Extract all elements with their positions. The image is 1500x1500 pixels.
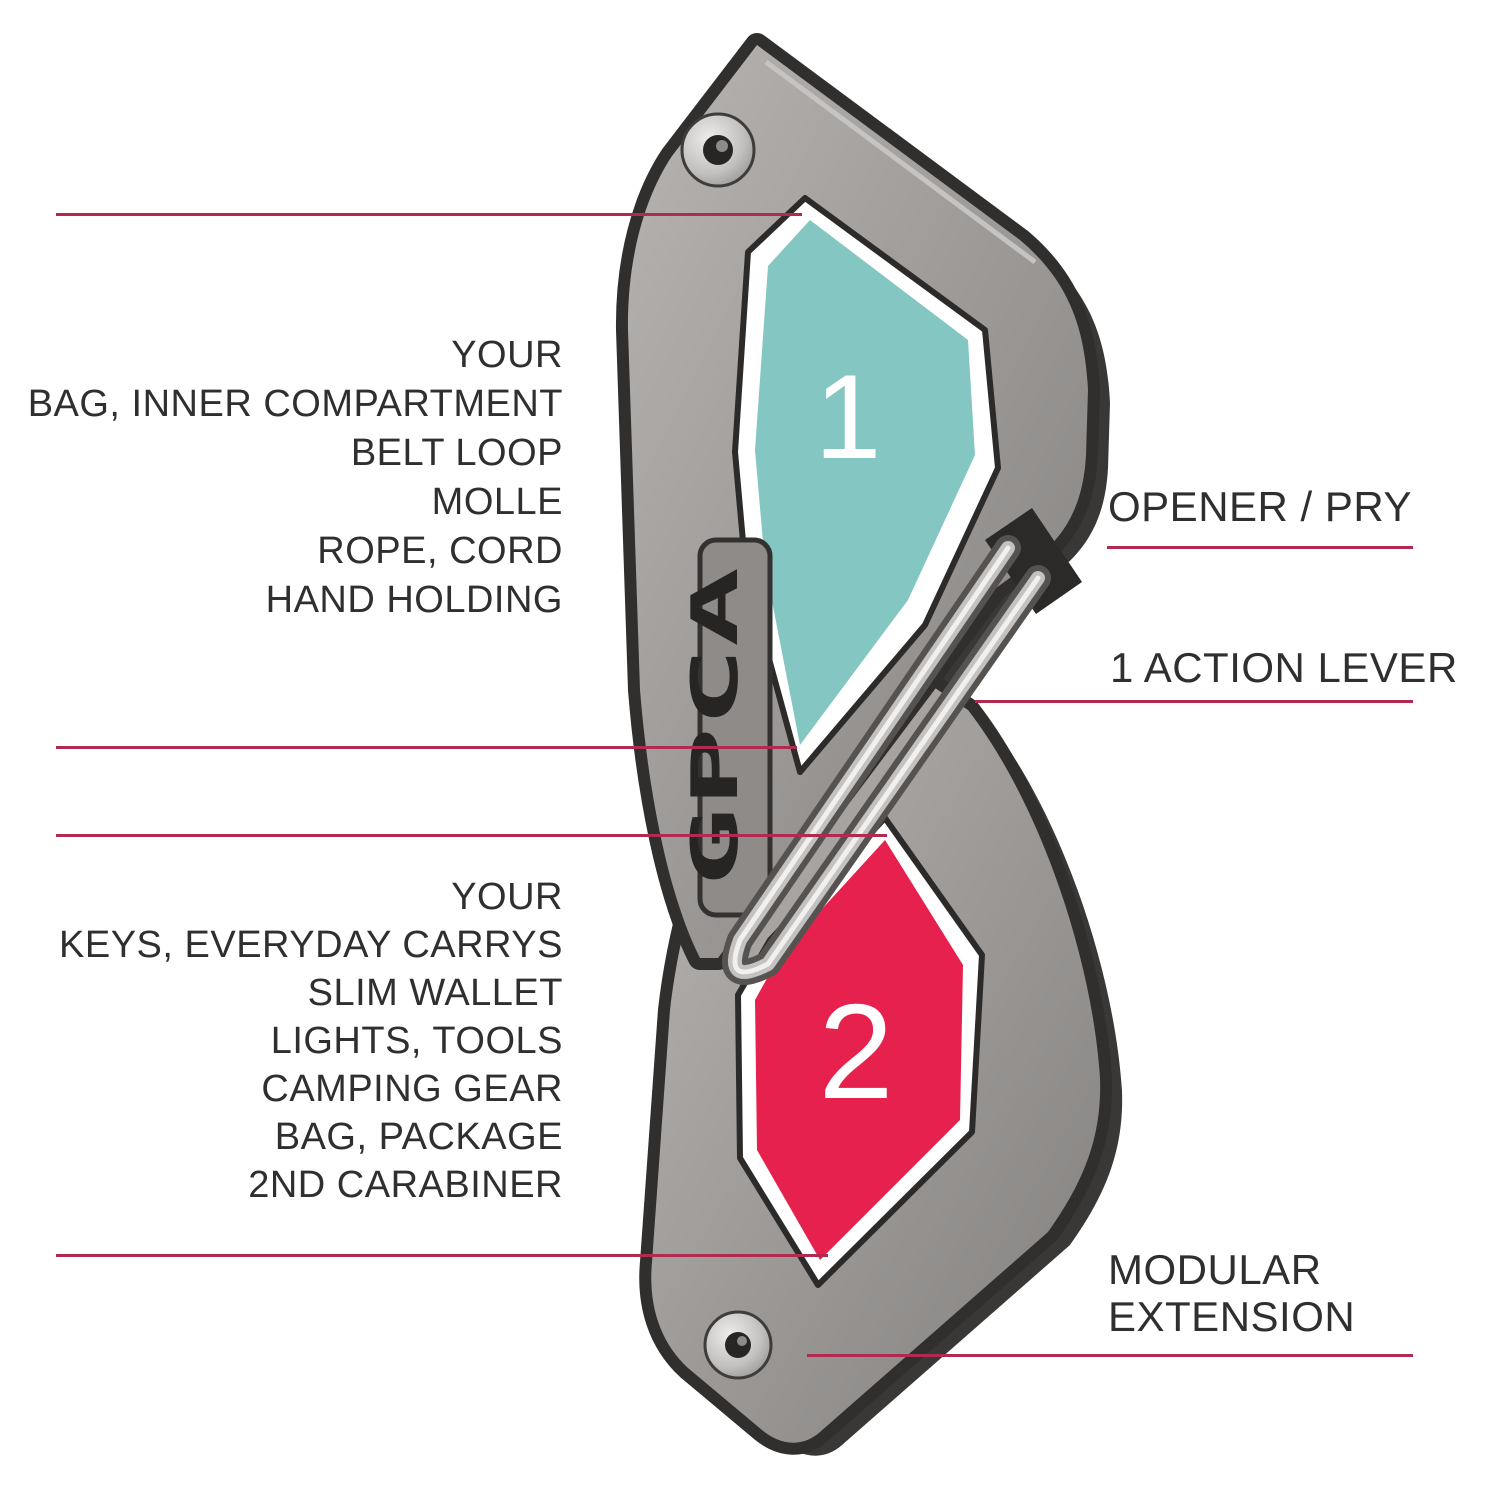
gate-lever	[721, 508, 1082, 985]
label-line: SLIM WALLET	[307, 972, 563, 1014]
label-line: YOUR	[451, 876, 563, 918]
screw-bottom	[703, 1310, 773, 1380]
label-modular-extension: MODULAR EXTENSION	[1108, 1246, 1355, 1340]
label-opener-pry: OPENER / PRY	[1108, 483, 1412, 530]
module-1-panel	[755, 220, 975, 745]
leader-line-carry-bottom	[56, 1254, 828, 1257]
leader-line-modular-extension	[807, 1354, 1413, 1357]
label-line: 2ND CARABINER	[248, 1164, 563, 1206]
label-module1-attachments: YOUR BAG, INNER COMPARTMENT BELT LOOP MO…	[28, 331, 563, 625]
label-line: BAG, PACKAGE	[274, 1116, 563, 1158]
module-1-number: 1	[815, 350, 882, 484]
leader-line-action-lever	[975, 700, 1413, 703]
brand-plate	[697, 537, 773, 918]
label-module2-carry-items: YOUR KEYS, EVERYDAY CARRYS SLIM WALLET L…	[59, 873, 563, 1209]
label-line: BELT LOOP	[350, 432, 563, 474]
label-line: HAND HOLDING	[265, 579, 563, 621]
leader-line-attachment-top	[56, 213, 802, 216]
label-line: BAG, INNER COMPARTMENT	[27, 383, 563, 425]
leader-line-attachment-bottom	[56, 746, 797, 749]
screw-top	[680, 112, 756, 188]
leader-line-opener-pry	[1107, 546, 1413, 549]
label-line: MODULAR	[1108, 1246, 1322, 1293]
leader-line-carry-top	[56, 834, 887, 837]
label-line: ROPE, CORD	[317, 530, 563, 572]
label-action-lever: 1 ACTION LEVER	[1110, 644, 1458, 691]
brand-logo: GPCA	[679, 567, 753, 887]
label-line: CAMPING GEAR	[261, 1068, 563, 1110]
module-2-panel	[755, 840, 963, 1260]
label-line: YOUR	[451, 334, 563, 376]
label-line: MOLLE	[431, 481, 563, 523]
gate-anchor-cap	[985, 508, 1082, 614]
label-line: EXTENSION	[1108, 1293, 1356, 1340]
label-line: LIGHTS, TOOLS	[270, 1020, 563, 1062]
module-1-frame: 1 GPCA	[615, 33, 1100, 970]
frame-highlight-edge	[764, 59, 1037, 265]
label-line: KEYS, EVERYDAY CARRYS	[59, 924, 563, 966]
module-2-number: 2	[818, 976, 893, 1127]
